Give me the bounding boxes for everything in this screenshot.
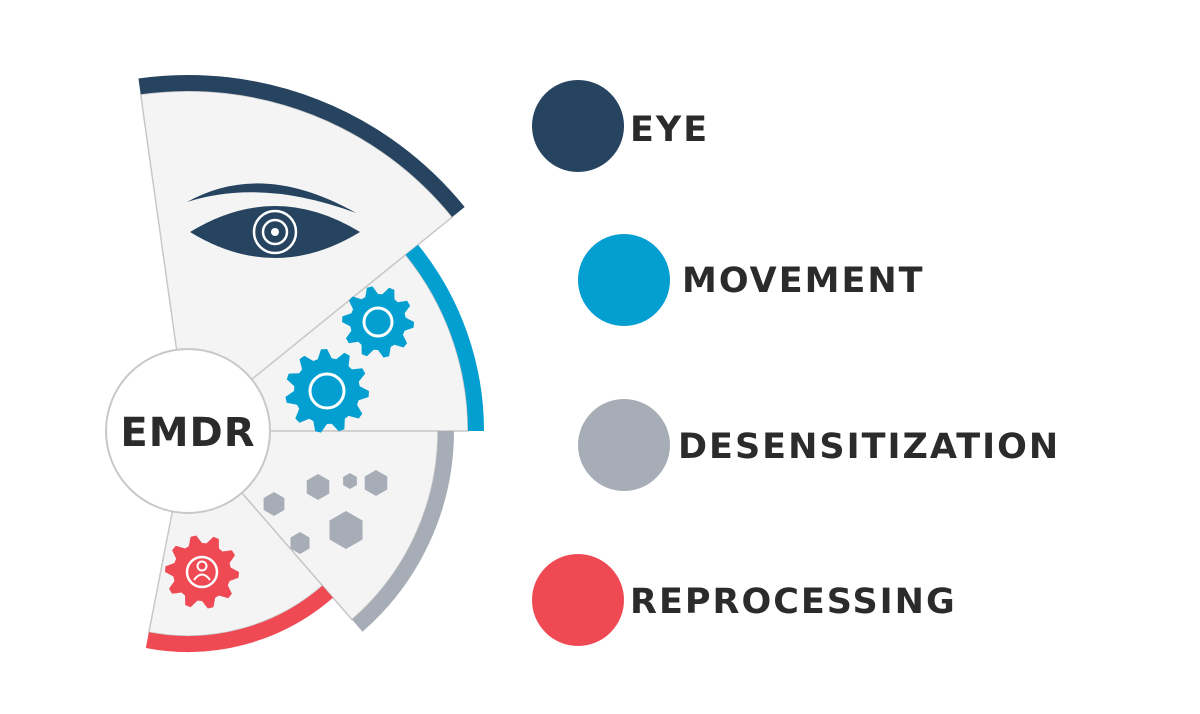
- legend-dot-reprocessing: [532, 554, 624, 646]
- arc-desensitization: [352, 430, 454, 632]
- person-gear-icon: [165, 535, 239, 609]
- legend-dot-desensitization: [578, 399, 670, 491]
- legend-dot-movement: [578, 234, 670, 326]
- gears-icon: [285, 286, 414, 433]
- legend-label-movement: MOVEMENT: [682, 261, 925, 301]
- hexagon-0: [306, 474, 330, 500]
- hexagons-icon: [263, 470, 388, 554]
- hexagon-1: [343, 473, 357, 489]
- hexagon-5: [290, 532, 310, 554]
- arc-reprocessing: [145, 585, 333, 652]
- center-circle: [105, 348, 271, 514]
- eye-icon: [187, 183, 360, 258]
- segment-eye: [139, 90, 454, 433]
- arc-movement: [405, 244, 484, 432]
- hexagon-3: [263, 492, 285, 516]
- center-label: EMDR: [120, 410, 255, 456]
- legend-label-desensitization: DESENSITIZATION: [678, 427, 1061, 467]
- legend-dot-eye: [532, 80, 624, 172]
- hexagon-4: [329, 511, 363, 549]
- hexagon-2: [364, 470, 388, 496]
- legend-label-reprocessing: REPROCESSING: [630, 582, 957, 622]
- legend-label-eye: EYE: [630, 110, 710, 150]
- arc-eye: [138, 75, 465, 218]
